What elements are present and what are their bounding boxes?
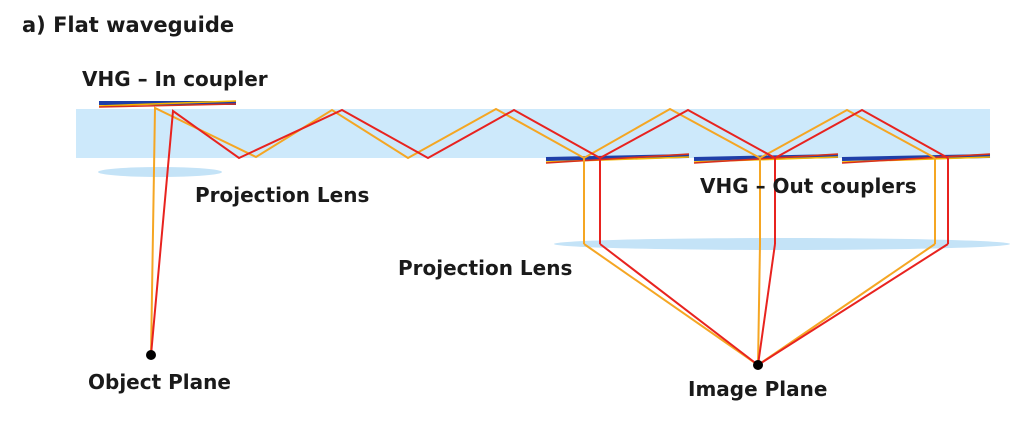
image-point: [753, 360, 763, 370]
object-point: [146, 350, 156, 360]
ray-red: [150, 108, 949, 356]
in-coupler-label: VHG – In coupler: [82, 67, 268, 91]
object-plane-label: Object Plane: [88, 370, 231, 394]
ray-orange: [150, 106, 936, 356]
projection-lens-2-label: Projection Lens: [398, 256, 573, 280]
projection-lens-2: [554, 238, 1010, 250]
out-coupler-grating-3: [841, 153, 991, 164]
in-coupler-grating: [98, 100, 237, 108]
out-coupler-grating-1: [545, 153, 690, 164]
out-couplers-label: VHG – Out couplers: [700, 174, 917, 198]
image-plane-label: Image Plane: [688, 377, 828, 401]
conv-ray-orange-1: [583, 243, 759, 366]
diagram-title: a) Flat waveguide: [22, 13, 235, 37]
out-coupler-grating-2: [693, 153, 839, 164]
conv-ray-orange-2: [757, 243, 761, 366]
conv-ray-red-2: [757, 243, 776, 366]
conv-ray-red-1: [599, 243, 759, 366]
projection-lens-1-label: Projection Lens: [195, 183, 370, 207]
projection-lens-1: [98, 167, 222, 177]
conv-ray-orange-3: [757, 243, 936, 366]
conv-ray-red-3: [757, 243, 949, 366]
waveguide-slab: [76, 109, 990, 158]
